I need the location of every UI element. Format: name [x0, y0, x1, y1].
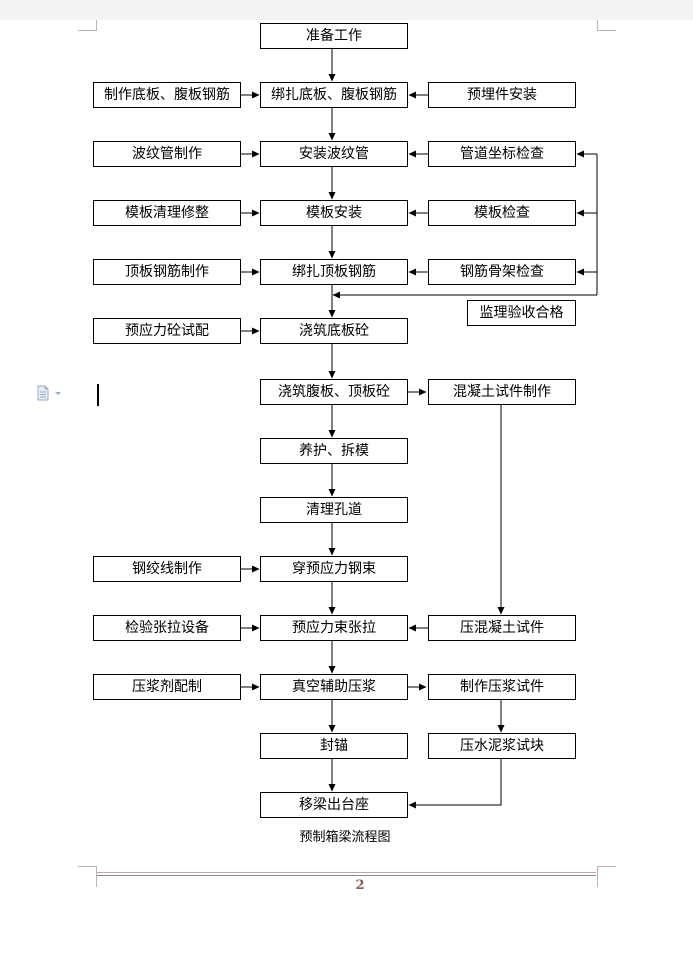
margin-corner-top-right [597, 20, 616, 31]
step-clean-ducts: 清理孔道 [260, 497, 408, 523]
step-pour-bottom: 浇筑底板砼 [260, 318, 408, 344]
step-move-beam: 移梁出台座 [260, 792, 408, 818]
left-tension-equipment-check: 检验张拉设备 [93, 615, 241, 641]
step-bind-top-rebar: 绑扎顶板钢筋 [260, 259, 408, 285]
step-vacuum-grouting: 真空辅助压浆 [260, 674, 408, 700]
right-formwork-check: 模板检查 [428, 200, 576, 226]
step-seal-anchors: 封锚 [260, 733, 408, 759]
right-supervision-approval: 监理验收合格 [467, 300, 576, 326]
text-cursor [97, 384, 99, 406]
right-embedded-parts: 预埋件安装 [428, 82, 576, 108]
step-pour-web-top: 浇筑腹板、顶板砼 [260, 379, 408, 405]
right-grout-specimen: 制作压浆试件 [428, 674, 576, 700]
left-rebar-fabrication: 制作底板、腹板钢筋 [93, 82, 241, 108]
page-number: 2 [355, 878, 365, 893]
right-concrete-specimen: 混凝土试件制作 [428, 379, 576, 405]
step-thread-tendons: 穿预应力钢束 [260, 556, 408, 582]
left-strand-fabrication: 钢绞线制作 [93, 556, 241, 582]
step-tensioning: 预应力束张拉 [260, 615, 408, 641]
step-install-formwork: 模板安装 [260, 200, 408, 226]
toolbar-strip [0, 0, 693, 20]
right-press-specimen: 压混凝土试件 [428, 615, 576, 641]
figure-caption: 预制箱梁流程图 [299, 830, 391, 845]
right-duct-coordinate-check: 管道坐标检查 [428, 141, 576, 167]
footer-rule-top [97, 872, 596, 873]
margin-corner-bottom-right [597, 866, 616, 887]
margin-corner-bottom-left [78, 866, 97, 887]
paste-options-icon[interactable] [35, 384, 65, 402]
step-bind-bottom-web-rebar: 绑扎底板、腹板钢筋 [260, 82, 408, 108]
step-prepare: 准备工作 [260, 23, 408, 49]
footer-rule-bottom [97, 875, 596, 876]
left-top-rebar-fabrication: 顶板钢筋制作 [93, 259, 241, 285]
step-cure-strip: 养护、拆模 [260, 438, 408, 464]
left-mix-trial: 预应力砼试配 [93, 318, 241, 344]
margin-corner-top-left [78, 20, 97, 31]
left-duct-fabrication: 波纹管制作 [93, 141, 241, 167]
right-grout-block-test: 压水泥浆试块 [428, 733, 576, 759]
right-cage-check: 钢筋骨架检查 [428, 259, 576, 285]
left-formwork-trim: 模板清理修整 [93, 200, 241, 226]
step-install-duct: 安装波纹管 [260, 141, 408, 167]
left-grout-mix: 压浆剂配制 [93, 674, 241, 700]
